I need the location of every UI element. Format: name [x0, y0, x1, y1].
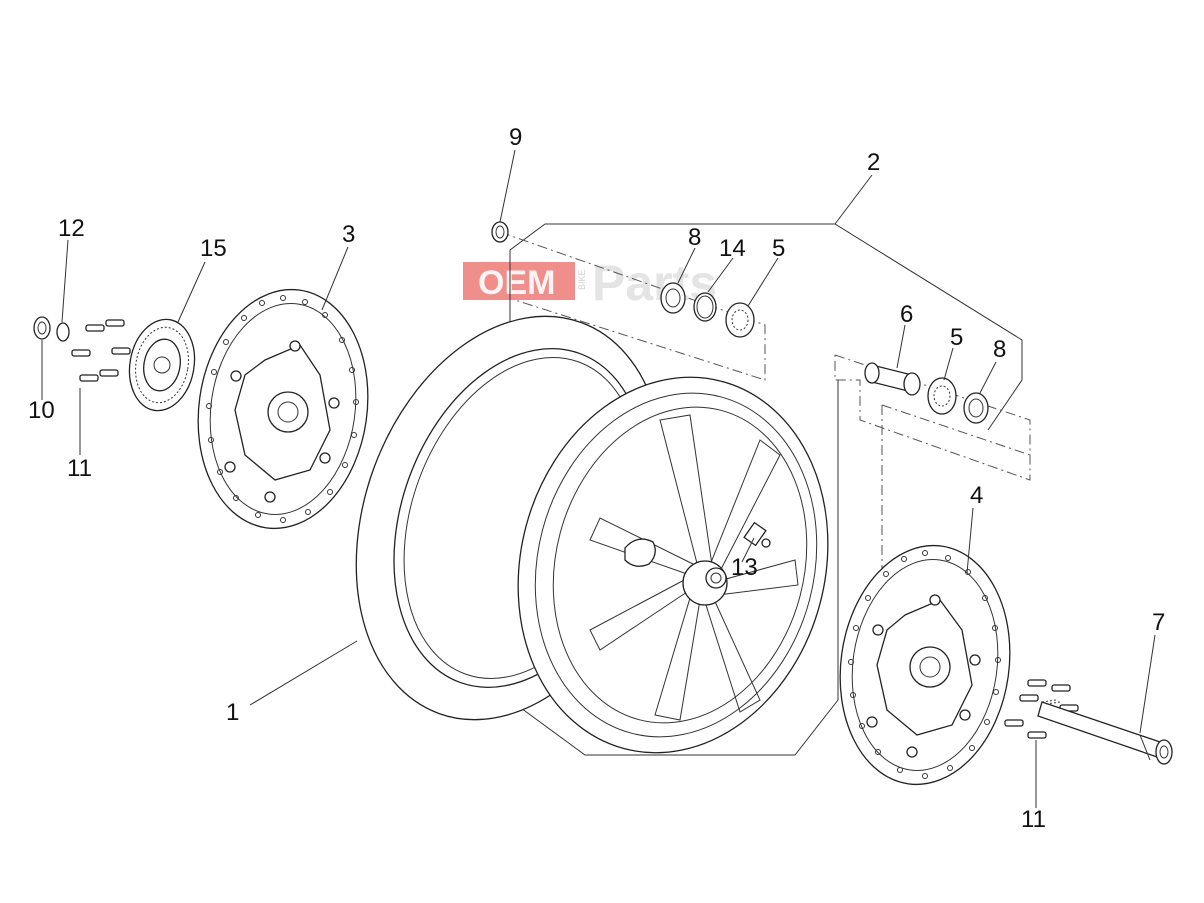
callout-13: 13: [731, 554, 758, 581]
callout-11-left: 11: [67, 455, 92, 482]
svg-text:OEM: OEM: [478, 264, 555, 302]
watermark-top: OEM BIKE Parts: [463, 255, 717, 311]
callout-3: 3: [342, 221, 355, 248]
callout-9: 9: [509, 124, 522, 151]
callout-8-left: 8: [688, 224, 701, 251]
brake-disc-left: [197, 288, 369, 530]
svg-text:BIKE: BIKE: [577, 269, 587, 290]
wheel-hub: [682, 560, 728, 606]
brake-disc-right: [839, 544, 1011, 786]
callout-12: 12: [58, 215, 85, 242]
spacer-tube-6: [864, 362, 921, 396]
screws-right: [1004, 679, 1079, 739]
seal-ring-12: [56, 322, 70, 342]
callout-8-right: 8: [993, 336, 1006, 363]
dust-cap-9: [491, 221, 509, 243]
abs-tone-ring: [128, 318, 196, 412]
circlip-14: [693, 292, 717, 322]
callout-11-right: 11: [1021, 806, 1046, 833]
seal-8-right: [963, 392, 989, 424]
callout-1: 1: [226, 699, 239, 726]
callout-4: 4: [970, 482, 983, 509]
leader-lines: [41, 149, 1156, 808]
callout-14: 14: [719, 235, 746, 262]
disc-holes-left: [206, 295, 359, 523]
callout-5-left: 5: [772, 235, 785, 262]
wheel-axle-7: [1037, 699, 1173, 765]
bearing-5-left: [725, 302, 755, 338]
callout-15: 15: [200, 235, 227, 262]
disc-carrier-right: [866, 594, 981, 758]
tyre-valve: [743, 521, 771, 548]
callout-6: 6: [900, 301, 913, 328]
screws-left: [71, 319, 131, 382]
disc-carrier-left: [224, 340, 340, 503]
callout-2: 2: [867, 149, 880, 176]
assembly-outline: [509, 174, 1023, 756]
callout-labels: 1 2 3 4 5 5 6 7 8 8 9 10 11 12 13 14 15 …: [28, 124, 1165, 833]
wheel-rim: [517, 376, 829, 754]
bearing-5-right: [927, 377, 957, 415]
disc-holes-right: [848, 550, 1001, 779]
seal-8-left: [660, 282, 686, 314]
callout-5-right: 5: [950, 324, 963, 351]
callout-7: 7: [1152, 609, 1165, 636]
callout-10: 10: [28, 397, 55, 424]
spacer-10: [33, 316, 51, 340]
